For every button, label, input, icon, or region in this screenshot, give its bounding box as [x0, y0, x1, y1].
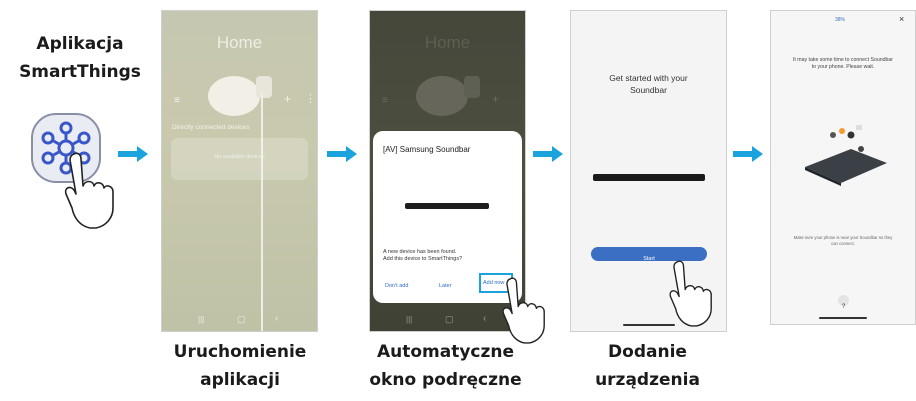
arrow-right-icon	[327, 146, 357, 162]
empty-devices-card: No available devices	[171, 138, 308, 180]
step-caption-1: Uruchomienie aplikacji	[155, 338, 325, 394]
progress-indicator: 38%	[835, 17, 846, 23]
start-button[interactable]: Start	[591, 247, 707, 262]
empty-text: No available devices	[214, 154, 265, 160]
home-indicator	[819, 317, 867, 319]
heading-line2: Soundbar	[630, 85, 667, 95]
recent-apps-icon[interactable]: |||	[198, 315, 205, 324]
step-caption-2-line1: Automatyczne	[376, 342, 515, 362]
nav-bar: ||| ▢ ‹	[162, 311, 317, 331]
help-icon: ?	[841, 304, 846, 310]
section-label: Directly connected devices	[172, 124, 250, 131]
popup-message-line2: Add this device to SmartThings?	[383, 256, 463, 262]
add-icon[interactable]: +	[284, 92, 292, 106]
step-caption-2: Automatyczne okno podręczne	[358, 338, 533, 394]
menu-icon[interactable]: ≡	[174, 95, 180, 106]
hand-pointer-icon	[502, 277, 545, 344]
lamp-icon	[208, 76, 272, 116]
smartthings-app-icon[interactable]	[30, 112, 102, 184]
home-indicator	[623, 324, 675, 326]
heading-line1: Get started with your	[609, 73, 688, 83]
back-icon[interactable]: ‹	[483, 313, 487, 324]
help-button[interactable]: ?	[838, 295, 849, 310]
add-now-button[interactable]: Add now	[483, 280, 505, 286]
lamp-icon	[416, 76, 480, 116]
hand-pointer-icon	[64, 152, 114, 229]
popup-title: [AV] Samsung Soundbar	[383, 145, 471, 154]
start-button-label: Start	[643, 256, 655, 262]
phone-screen-home: Home ≡ + ⋮ Directly connected devices No…	[161, 10, 318, 332]
later-button[interactable]: Later	[439, 283, 452, 289]
arrow-right-icon	[733, 146, 763, 162]
arrow-right-icon	[533, 146, 563, 162]
step-caption-3: Dodanie urządzenia	[570, 338, 725, 394]
phone-screen-connecting: 38% × It may take some time to connect S…	[770, 10, 916, 325]
app-label-line1: Aplikacja	[36, 34, 124, 54]
arrow-right-icon	[118, 146, 148, 162]
app-label: Aplikacja SmartThings	[0, 30, 160, 86]
step-caption-3-line1: Dodanie	[608, 342, 687, 362]
step-caption-1-line2: aplikacji	[200, 370, 280, 390]
background-title: Home	[424, 33, 471, 52]
home-icon[interactable]: ▢	[445, 314, 454, 324]
home-icon[interactable]: ▢	[237, 314, 246, 324]
app-label-line2: SmartThings	[19, 62, 141, 82]
recent-apps-icon[interactable]: |||	[406, 315, 413, 324]
phone-screen-popup: Home ≡ + [AV] Samsung Soundbar A new dev…	[369, 10, 526, 332]
soundbar-image	[593, 174, 705, 181]
page-title: Home	[216, 33, 263, 52]
popup-message-line1: A new device has been found.	[383, 249, 457, 255]
back-icon[interactable]: ‹	[275, 313, 279, 324]
popup-dialog: [AV] Samsung Soundbar A new device has b…	[373, 131, 522, 303]
phone-screen-get-started: Get started with your Soundbar Start	[570, 10, 727, 332]
step-caption-2-line2: okno podręczne	[369, 370, 522, 390]
menu-icon: ≡	[382, 95, 388, 106]
hand-pointer-icon	[669, 260, 712, 327]
add-icon: +	[492, 92, 500, 106]
step-caption-3-line2: urządzenia	[595, 370, 700, 390]
close-icon[interactable]: ×	[899, 14, 905, 24]
hint-line1: Make sure your phone is near your Soundb…	[793, 235, 893, 240]
more-options-icon[interactable]: ⋮	[305, 93, 316, 105]
connect-message-line2: to your phone. Please wait.	[811, 64, 875, 70]
lamp-cord	[261, 93, 263, 331]
nav-bar: ||| ▢ ‹	[370, 311, 525, 331]
connect-message-line1: It may take some time to connect Soundba…	[792, 57, 894, 63]
hint-line2: can connect.	[831, 241, 855, 246]
step-caption-1-line1: Uruchomienie	[173, 342, 307, 362]
soundbar-image	[405, 203, 489, 209]
dont-add-button[interactable]: Don't add	[385, 283, 409, 289]
phone-connecting-illustration	[805, 125, 887, 186]
